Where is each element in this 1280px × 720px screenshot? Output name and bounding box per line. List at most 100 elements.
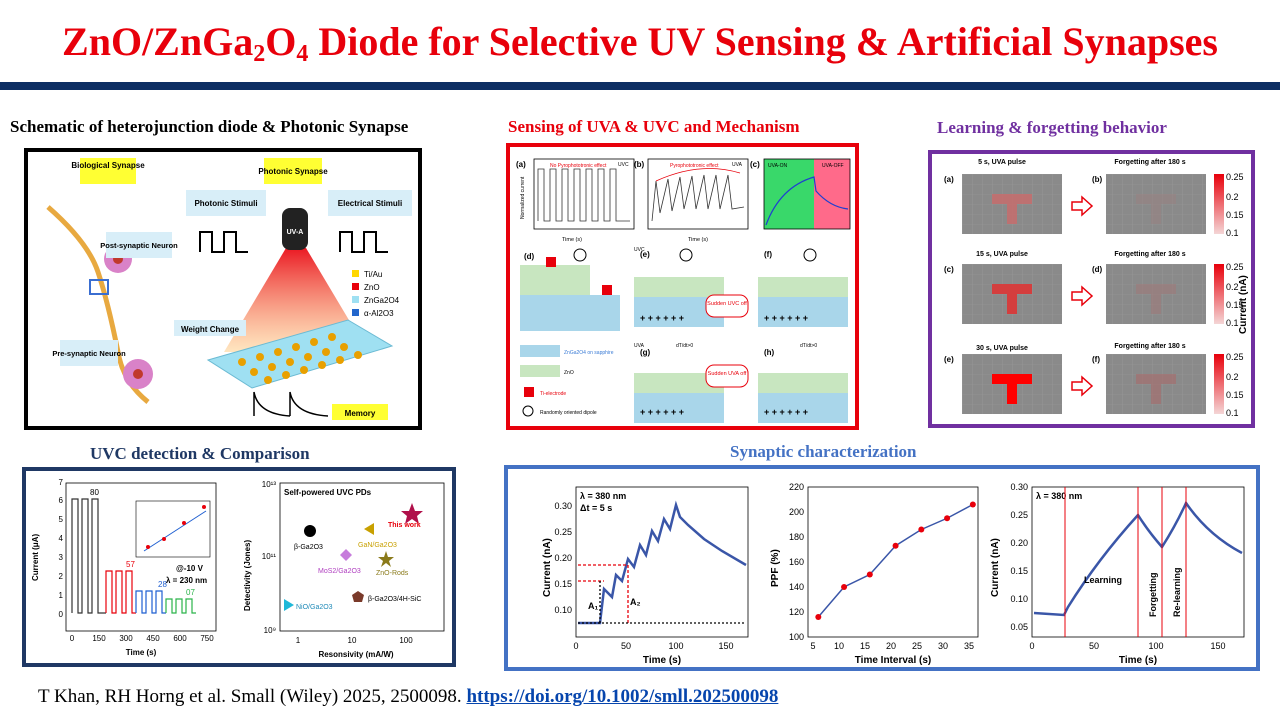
ppf-line <box>817 503 974 618</box>
peak-80: 80 <box>90 488 99 497</box>
label-d: (d) <box>524 252 535 261</box>
label-zno: ZnO-Rods <box>376 570 409 577</box>
svg-text:150: 150 <box>1210 641 1225 651</box>
uva-label: UV-A <box>287 229 304 236</box>
svg-text:100: 100 <box>1148 641 1163 651</box>
svg-text:140: 140 <box>789 582 804 592</box>
label-bga2o3: β-Ga2O3 <box>294 544 323 551</box>
row3-right-tag: (f) <box>1092 355 1100 364</box>
row3-left-label: 30 s, UVA pulse <box>976 345 1028 352</box>
a-note: No Pyrophototronic effect <box>550 163 607 169</box>
svg-text:0.25: 0.25 <box>1226 262 1244 272</box>
trace-57 <box>105 570 136 614</box>
c-trace <box>765 176 849 226</box>
svg-text:15: 15 <box>860 641 870 651</box>
ppf-point <box>815 614 822 620</box>
c3-relearning: Re-learning <box>1172 567 1182 617</box>
c1-dt: Δt = 5 s <box>580 503 612 513</box>
uvc-panel: 0 1 2 3 4 5 6 7 0 150 300 450 600 750 Ti… <box>22 467 456 667</box>
row2-left-tag: (c) <box>944 265 954 274</box>
row2-right-label: Forgetting after 180 s <box>1114 251 1185 258</box>
svg-text:20: 20 <box>886 641 896 651</box>
a-ylabel: Normalized current <box>520 176 526 219</box>
ppf-point <box>969 501 976 508</box>
svg-text:50: 50 <box>1089 641 1099 651</box>
citation-text: T Khan, RH Horng et al. Small (Wiley) 20… <box>38 686 467 707</box>
sudden-uvc: Sudden UVC off <box>707 301 747 307</box>
c-on: UVA-ON <box>768 163 787 169</box>
peak-57: 57 <box>126 560 135 569</box>
svg-text:35: 35 <box>964 641 974 651</box>
title-divider <box>0 82 1280 90</box>
svg-text:0.1: 0.1 <box>1226 228 1239 238</box>
c3-ylabel: Current (nA) <box>990 538 1001 597</box>
dtdt-g: dT/dt>0 <box>676 343 693 349</box>
memory-curve <box>253 391 329 417</box>
svg-text:10: 10 <box>834 641 844 651</box>
svg-text:0.15: 0.15 <box>1010 566 1028 576</box>
svg-text:100: 100 <box>789 632 804 642</box>
c3-xticks: 0 50 100 150 <box>1029 641 1225 651</box>
c1-trace <box>578 500 747 625</box>
weight-change-label: Weight Change <box>181 325 240 334</box>
svg-text:0.1: 0.1 <box>1226 318 1239 328</box>
label-h: (h) <box>764 348 775 357</box>
bio-synapse-label-bg <box>80 158 136 184</box>
legend-al2o3: α-Al2O3 <box>364 309 394 318</box>
right-xlabel: Resonsivity (mA/W) <box>318 650 393 659</box>
label-this-work: This work <box>388 522 421 529</box>
svg-text:1: 1 <box>59 591 64 600</box>
svg-text:1: 1 <box>296 636 301 645</box>
svg-text:0.30: 0.30 <box>554 501 572 511</box>
sensing-figure: (a) No Pyrophototronic effect UVC Time (… <box>516 158 851 423</box>
row1-left-tag: (a) <box>944 175 954 184</box>
post-neuron-label: Post-synaptic Neuron <box>100 241 178 250</box>
c2-xticks: 5 10 15 20 25 30 35 <box>810 641 974 651</box>
svg-text:150: 150 <box>92 634 106 643</box>
citation: T Khan, RH Horng et al. Small (Wiley) 20… <box>38 686 778 708</box>
svg-text:450: 450 <box>146 634 160 643</box>
c1-ylabel: Current (nA) <box>542 538 553 597</box>
c1-a1: A₁ <box>588 601 598 611</box>
ppf-point <box>892 542 899 549</box>
a-legend: UVC <box>618 162 629 168</box>
b-xlabel: Time (s) <box>688 237 708 243</box>
ppf-point <box>841 584 848 590</box>
svg-text:0.20: 0.20 <box>554 553 572 563</box>
c1-black-guides <box>578 581 746 624</box>
label-nio: NiO/Ga2O3 <box>296 604 333 611</box>
a-xlabel: Time (s) <box>562 237 582 243</box>
svg-text:0.1: 0.1 <box>1226 408 1239 418</box>
doi-link[interactable]: https://doi.org/10.1002/smll.202500098 <box>466 686 779 707</box>
svg-text:180: 180 <box>789 532 804 542</box>
c2-ylabel: PPF (%) <box>770 549 781 587</box>
schematic-panel: Biological Synapse Post-synaptic Neuron … <box>24 148 422 430</box>
svg-text:600: 600 <box>173 634 187 643</box>
svg-text:100: 100 <box>668 641 683 651</box>
sensing-title: Sensing of UVA & UVC and Mechanism <box>508 117 800 136</box>
legend-ti: Ti-electrode <box>540 391 566 397</box>
svg-text:0.20: 0.20 <box>1010 538 1028 548</box>
svg-text:30: 30 <box>938 641 948 651</box>
right-ylabel: Detectivity (Jones) <box>243 540 252 611</box>
label-a: (a) <box>516 160 526 169</box>
svg-text:0: 0 <box>70 634 75 643</box>
uvc-tag-e: UVC <box>634 247 645 253</box>
svg-text:0.25: 0.25 <box>554 527 572 537</box>
legend-znga-sapphire: ZnGa2O4 on sapphire <box>564 350 614 356</box>
svg-text:750: 750 <box>200 634 214 643</box>
photonic-stimuli-label: Photonic Stimuli <box>194 199 257 208</box>
bio-synapse-label: Biological Synapse <box>71 161 145 170</box>
pre-neuron-label: Pre-synaptic Neuron <box>52 349 126 358</box>
uvc-title: UVC detection & Comparison <box>90 444 310 463</box>
bias-label: @-10 V <box>176 564 204 573</box>
svg-text:5: 5 <box>59 515 64 524</box>
c-off: UVA-OFF <box>822 163 844 169</box>
svg-text:0.15: 0.15 <box>554 579 572 589</box>
c1-a2: A₂ <box>630 597 641 607</box>
svg-text:0: 0 <box>573 641 578 651</box>
svg-text:10¹¹: 10¹¹ <box>262 552 277 561</box>
left-yticks: 0 1 2 3 4 5 6 7 <box>59 478 64 619</box>
svg-text:100: 100 <box>399 636 413 645</box>
legend-zno: ZnO <box>564 370 574 376</box>
